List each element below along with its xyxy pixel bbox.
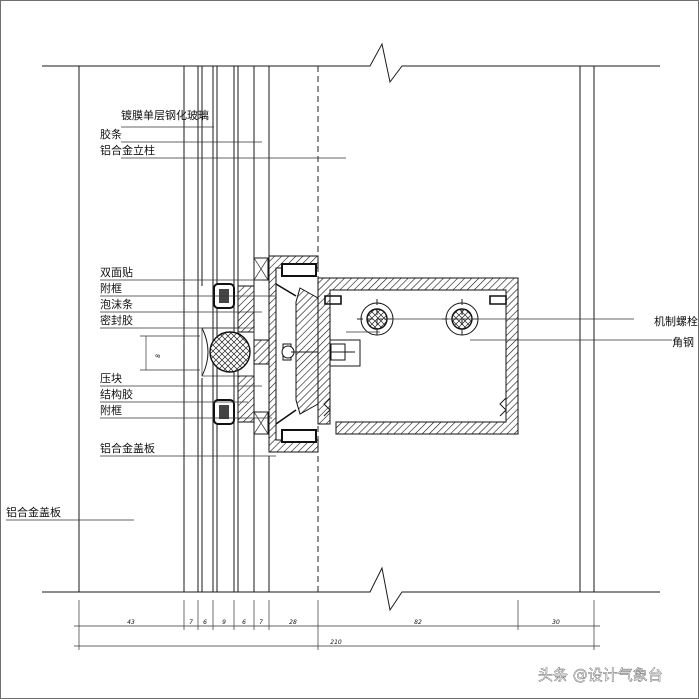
label-sub-frame-bottom: 附框: [100, 403, 122, 417]
sealant-joint-edge: [201, 327, 209, 377]
mullion-profile: [268, 255, 319, 453]
double-tape-lower-cross: [253, 411, 269, 435]
label-gasket: 胶条: [100, 127, 122, 141]
dimension-chain: [74, 600, 600, 650]
pressure-block: [253, 339, 270, 365]
top-break-line: [42, 42, 660, 84]
watermark: 头条 @设计气象台: [538, 666, 663, 684]
dim-seg-4: 9: [222, 619, 226, 626]
label-double-tape: 双面贴: [100, 265, 133, 279]
dim-overall: 210: [330, 639, 342, 646]
label-cover-plate: 铝合金盖板: [100, 441, 155, 455]
bottom-break-line: [42, 566, 660, 612]
joint-dimension: [140, 335, 200, 371]
dim-seg-1: 43: [127, 619, 135, 626]
dim-seg-5: 6: [242, 619, 246, 626]
label-panel: 铝合金盖板: [6, 505, 61, 519]
label-bolt: 机制螺栓: [654, 314, 698, 328]
dim-seg-3: 6: [203, 619, 207, 626]
structural-sealant-upper: [237, 285, 255, 333]
double-tape-upper-cross: [253, 257, 269, 281]
label-mullion: 铝合金立柱: [100, 143, 155, 157]
label-sub-frame-top: 附框: [100, 281, 122, 295]
label-structural-sealant: 结构胶: [100, 387, 133, 401]
label-angle: 角钢: [672, 336, 694, 349]
anchor-bolt-left: [357, 299, 397, 339]
foam-rod: [209, 331, 251, 373]
dim-seg-9: 30: [552, 619, 560, 626]
double-tape-lower: [253, 411, 269, 435]
leader-lines: [6, 126, 672, 521]
dim-seg-2: 7: [189, 619, 193, 626]
angle-steel-bracket: [317, 277, 519, 435]
dim-seg-6: 7: [259, 619, 263, 626]
structural-sealant-lower: [237, 375, 255, 423]
gasket-lower-core: [219, 405, 229, 419]
dim-seg-7: 28: [289, 619, 297, 626]
label-foam-rod: 泡沫条: [100, 297, 133, 311]
glass-lines: [183, 66, 270, 592]
dim-seg-8: 82: [414, 619, 422, 626]
label-sealant: 密封胶: [100, 313, 133, 327]
joint-width-dim: 8: [155, 354, 162, 358]
label-glass: 镀膜单层钢化玻璃: [121, 108, 209, 122]
label-pressure-block: 压块: [100, 372, 122, 385]
dimension-segments: 43 7 6 9 6 7 28 82 30: [127, 619, 560, 626]
